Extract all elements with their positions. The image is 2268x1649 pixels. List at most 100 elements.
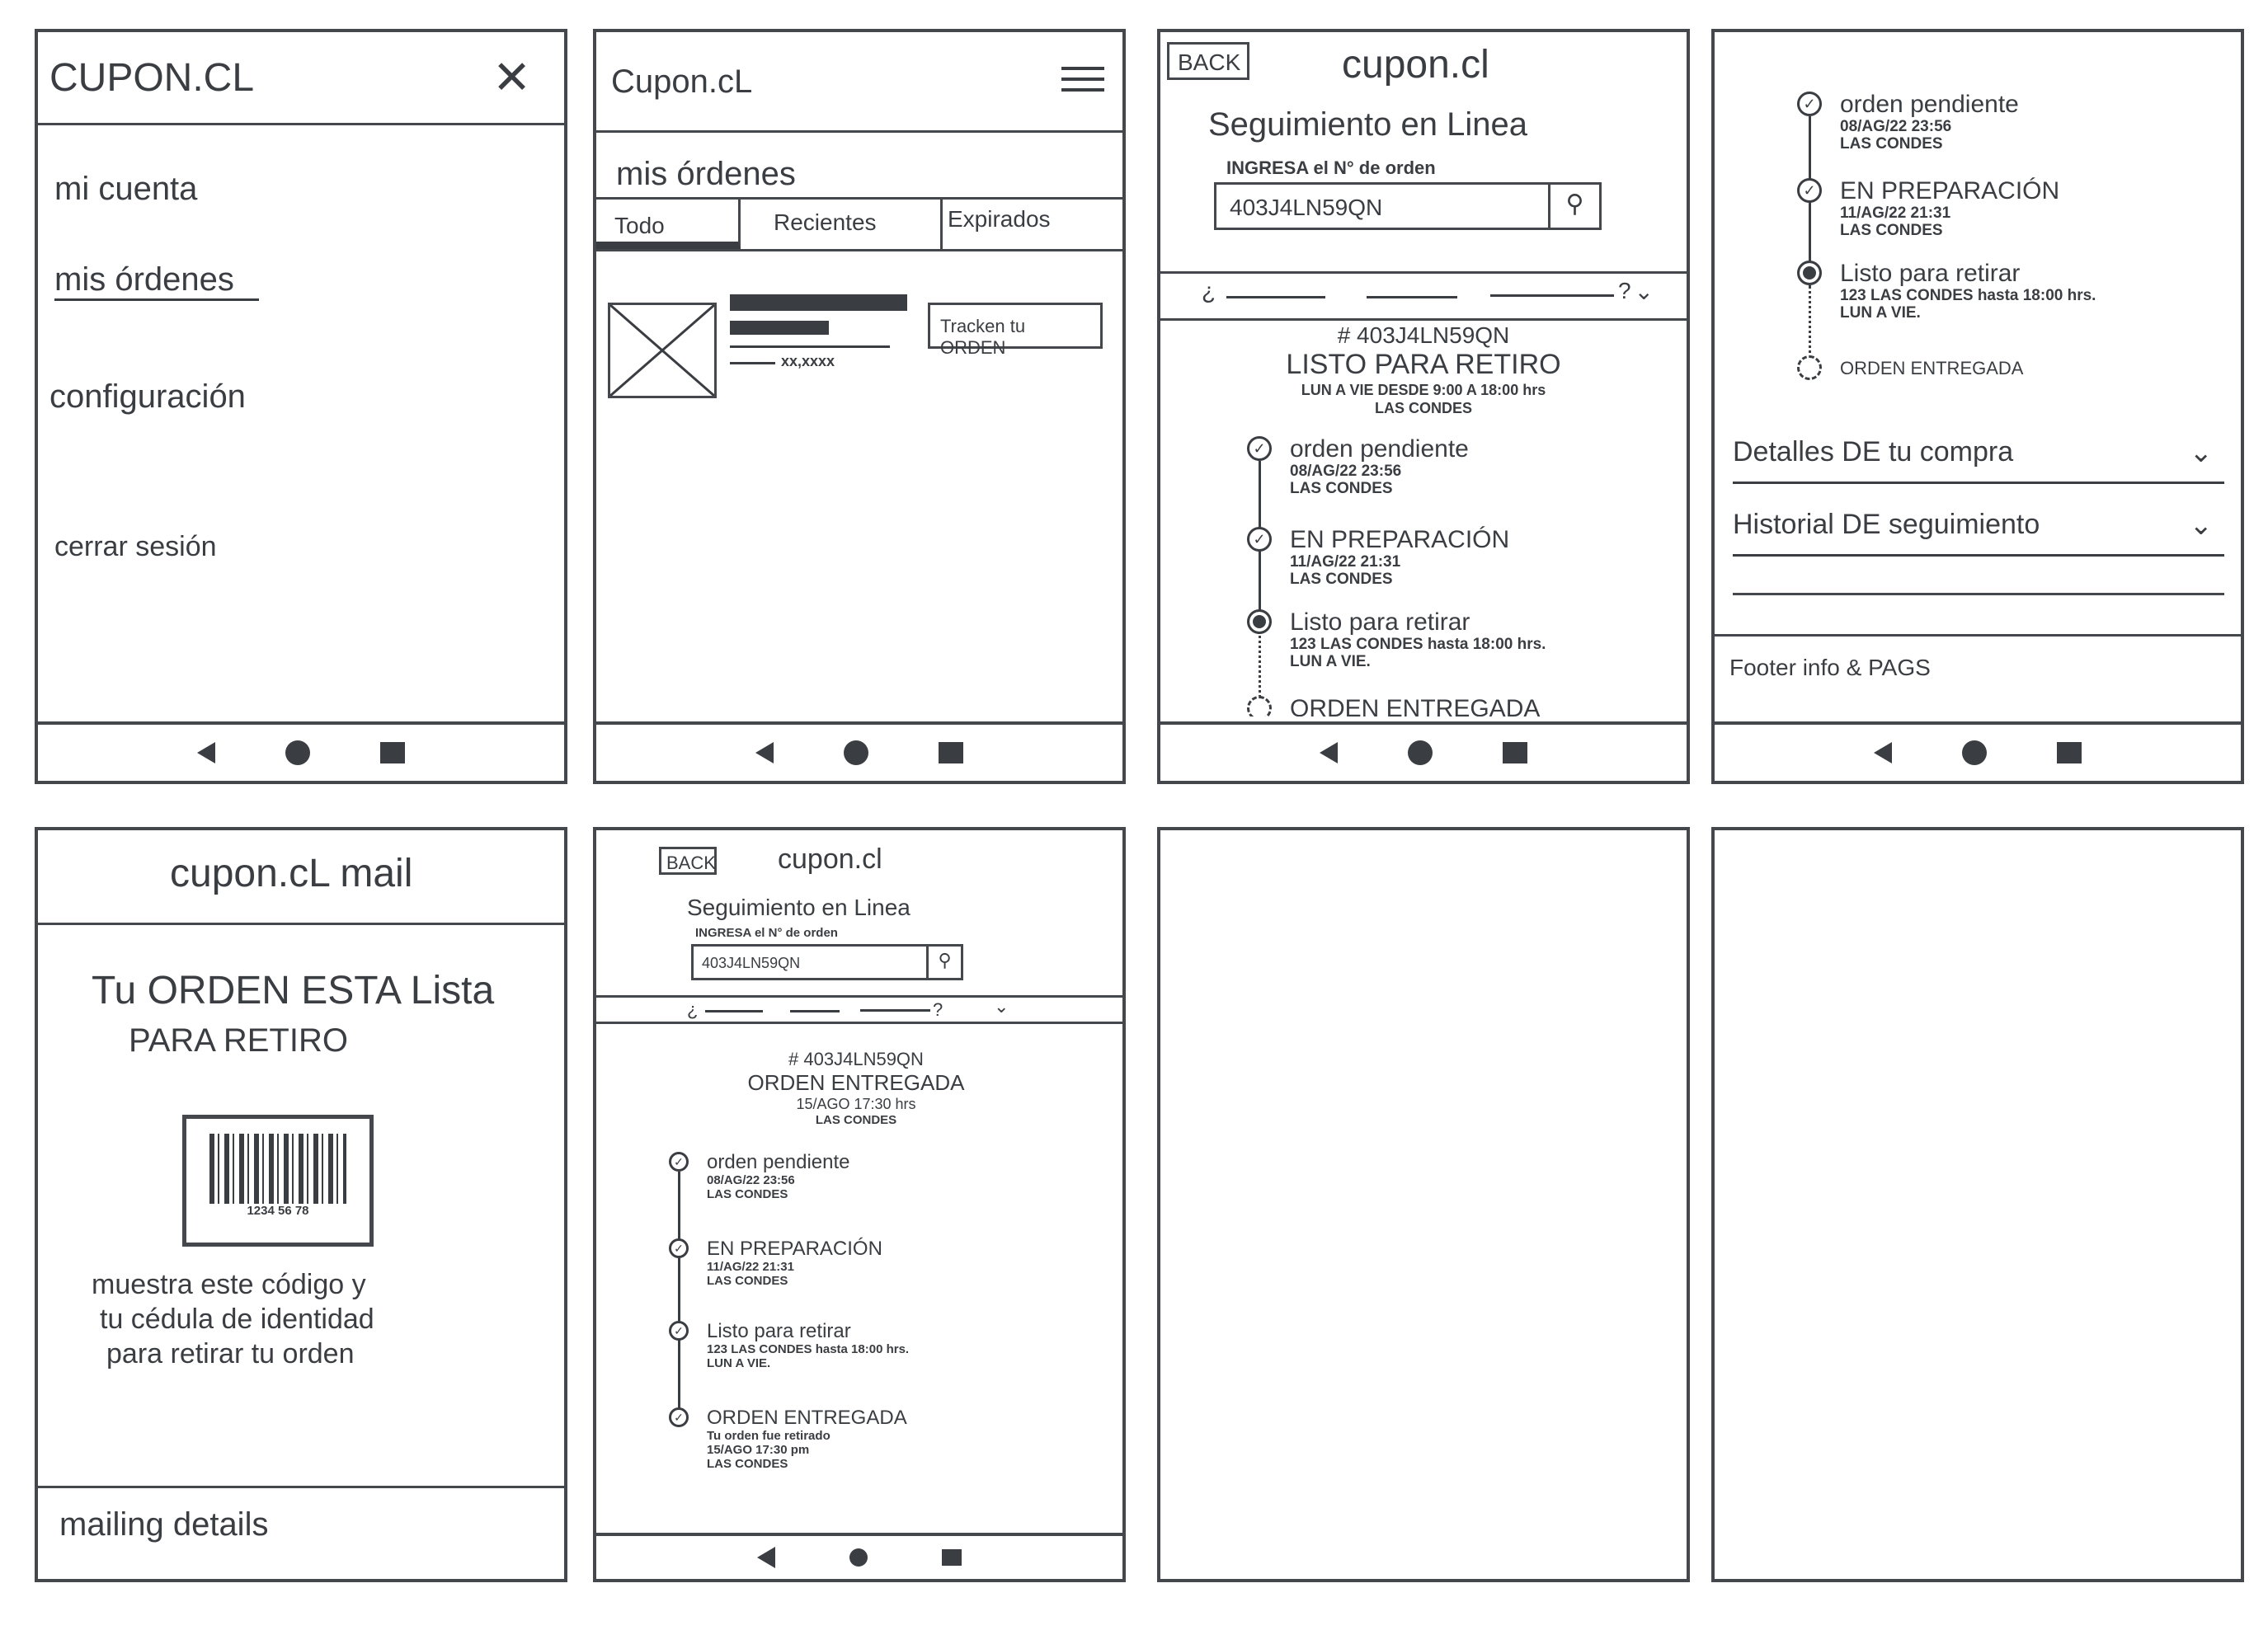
tabs: Todo Recientes Expirados: [596, 197, 1122, 251]
app-title: CUPON.CL: [49, 56, 255, 100]
section-heading: Seguimiento en Linea: [687, 895, 910, 920]
tracking-screen: BACK cupon.cl Seguimiento en Linea INGRE…: [1157, 29, 1690, 784]
accordion-tracking-history[interactable]: Historial DE seguimiento⌄: [1733, 509, 2224, 557]
pickup-location: LAS CONDES: [1374, 400, 1472, 416]
order-number: # 403J4LN59QN: [1337, 322, 1510, 348]
search-icon: ⚲: [938, 950, 952, 970]
menu-item-mis-ordenes[interactable]: mis órdenes: [54, 261, 259, 301]
app-title: cupon.cl: [1342, 43, 1489, 87]
check-icon: ✓: [669, 1407, 689, 1427]
recents-nav-icon[interactable]: [939, 742, 964, 763]
back-nav-icon[interactable]: [757, 1547, 775, 1568]
section-heading: Seguimiento en Linea: [1208, 106, 1527, 143]
product-image-placeholder: [608, 303, 717, 398]
back-button[interactable]: BACK: [1167, 42, 1249, 80]
close-icon[interactable]: ✕: [492, 51, 531, 103]
product-subtitle-bar: [730, 321, 829, 335]
orders-screen: Cupon.cL mis órdenes Todo Recientes Expi…: [593, 29, 1126, 784]
back-button[interactable]: BACK: [659, 847, 717, 875]
order-status: LISTO PARA RETIRO: [1286, 349, 1561, 380]
barcode-bars: [209, 1134, 346, 1204]
blank-screen: [1711, 827, 2244, 1582]
check-icon: ✓: [1247, 436, 1272, 461]
chevron-down-icon[interactable]: ⌄: [994, 996, 1009, 1017]
hamburger-icon[interactable]: [1061, 67, 1104, 92]
accordion-purchase-details[interactable]: Detalles DE tu compra⌄: [1733, 436, 2224, 484]
home-nav-icon[interactable]: [1407, 740, 1433, 765]
back-nav-icon[interactable]: [1319, 742, 1338, 763]
android-nav-bar: [1715, 721, 2241, 781]
menu-item-configuracion[interactable]: configuración: [49, 378, 246, 415]
android-nav-bar: [38, 721, 564, 781]
search-button[interactable]: ⚲: [1548, 185, 1599, 228]
app-title: Cupon.cL: [611, 63, 753, 100]
tab-recientes[interactable]: Recientes: [741, 200, 943, 249]
home-nav-icon[interactable]: [285, 740, 310, 765]
order-number-input[interactable]: 403J4LN59QN ⚲: [1214, 182, 1602, 230]
current-step-icon: [1797, 261, 1822, 285]
recents-nav-icon[interactable]: [380, 742, 406, 763]
back-nav-icon[interactable]: [1873, 742, 1892, 763]
header-divider: [38, 123, 564, 125]
search-icon: ⚲: [1565, 190, 1584, 218]
timeline-step-pending: ORDEN ENTREGADA: [1797, 355, 2023, 382]
mail-footer: mailing details: [59, 1506, 269, 1543]
chevron-down-icon: ⌄: [2189, 437, 2214, 468]
back-nav-icon[interactable]: [196, 742, 215, 763]
home-nav-icon[interactable]: [849, 1548, 868, 1567]
android-nav-bar: [596, 721, 1122, 781]
barcode: 1234 56 78: [182, 1115, 374, 1247]
mail-title: cupon.cL mail: [170, 852, 413, 895]
current-step-icon: [1247, 609, 1272, 634]
page-title: mis órdenes: [616, 156, 796, 192]
android-nav-bar: [596, 1533, 1122, 1579]
pending-step-icon: [1247, 696, 1272, 716]
timeline-step-pending: ORDEN ENTREGADA: [1247, 696, 1540, 716]
chevron-down-icon: ⌄: [2189, 510, 2214, 541]
footer-info: Footer info & PAGS: [1729, 655, 1931, 680]
check-icon: ✓: [669, 1238, 689, 1258]
recents-nav-icon[interactable]: [1503, 742, 1528, 763]
home-nav-icon[interactable]: [843, 740, 868, 765]
recents-nav-icon[interactable]: [942, 1549, 962, 1566]
delivered-screen: BACK cupon.cl Seguimiento en Linea INGRE…: [593, 827, 1126, 1582]
home-nav-icon[interactable]: [1961, 740, 1987, 765]
tab-expirados[interactable]: Expirados: [948, 206, 1051, 232]
chevron-down-icon[interactable]: ⌄: [1634, 279, 1654, 304]
check-icon: ✓: [1247, 527, 1272, 552]
track-order-button[interactable]: Tracken tu ORDEN: [928, 303, 1103, 358]
product-title-bar: [730, 294, 907, 311]
tab-todo[interactable]: Todo: [596, 200, 741, 249]
product-price: xx,xxxx: [781, 353, 835, 369]
search-button[interactable]: ⚲: [926, 947, 961, 978]
recents-nav-icon[interactable]: [2057, 742, 2082, 763]
android-nav-bar: [1160, 721, 1687, 781]
pending-step-icon: [1797, 355, 1822, 380]
input-label: INGRESA el N° de orden: [1226, 157, 1436, 178]
menu-screen: CUPON.CL ✕ mi cuenta mis órdenes configu…: [35, 29, 567, 784]
menu-item-mi-cuenta[interactable]: mi cuenta: [54, 171, 198, 207]
blank-screen: [1157, 827, 1690, 1582]
menu-item-cerrar-sesion[interactable]: cerrar sesión: [54, 531, 217, 562]
faq-accordion[interactable]: ¿ ? ⌄: [687, 996, 1009, 1020]
back-nav-icon[interactable]: [755, 742, 774, 763]
order-number-input[interactable]: 403J4LN59QN ⚲: [691, 944, 963, 980]
faq-accordion[interactable]: ¿ ? ⌄: [1202, 278, 1654, 304]
check-icon: ✓: [669, 1321, 689, 1341]
